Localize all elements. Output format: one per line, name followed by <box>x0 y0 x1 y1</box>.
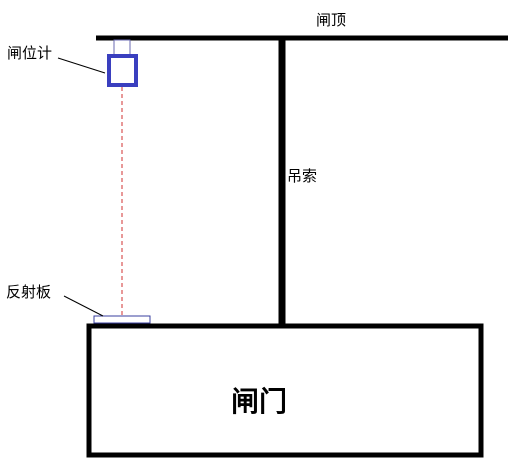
reflector-label: 反射板 <box>6 283 51 301</box>
gauge-mount <box>113 39 131 56</box>
gate-position-gauge <box>107 54 138 87</box>
gate-body <box>86 323 484 458</box>
gate-top-label: 闸顶 <box>316 11 346 29</box>
gauge-leader-line <box>57 57 106 74</box>
reflector-leader-line <box>63 295 104 317</box>
gauge-label: 闸位计 <box>7 44 52 62</box>
gate-label: 闸门 <box>231 385 287 418</box>
reflector-plate <box>93 315 151 324</box>
cable-label: 吊索 <box>287 167 317 185</box>
